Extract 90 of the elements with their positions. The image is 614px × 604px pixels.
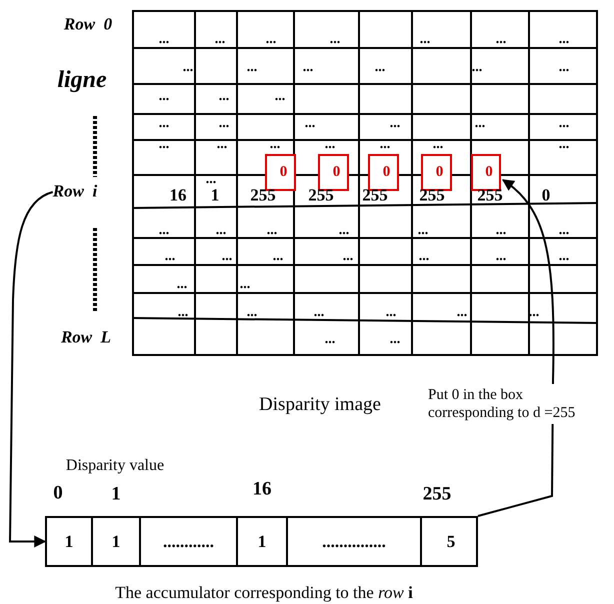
ellipsis: ... — [272, 251, 284, 263]
ellipsis: ... — [182, 62, 194, 74]
ellipsis: ... — [158, 34, 170, 46]
highlight-box — [368, 154, 399, 191]
ellipsis: ... — [390, 118, 400, 130]
arrow — [478, 179, 554, 517]
ellipsis: ... — [558, 62, 570, 74]
ellipsis: ... — [380, 139, 390, 151]
cell-value: 0 — [332, 165, 340, 180]
ellipsis: ... — [206, 174, 216, 186]
ellipsis: ... — [558, 139, 570, 151]
highlight-box — [471, 154, 501, 191]
cell-value: 255 — [419, 188, 445, 202]
ellipsis: ... — [266, 34, 276, 46]
ellipsis: ... — [266, 225, 278, 237]
ellipsis: ... — [158, 139, 170, 151]
cell-value: 255 — [477, 188, 503, 202]
cell-value: 0 — [434, 165, 444, 180]
ellipsis: ... — [324, 139, 336, 151]
ellipsis: ... — [324, 334, 336, 346]
ellipsis: ... — [456, 307, 468, 319]
cell-value: 1 — [112, 533, 120, 550]
ellipsis: ... — [246, 307, 258, 319]
ellipsis: ... — [374, 62, 386, 74]
ellipsis: ... — [158, 225, 170, 237]
ellipsis: ... — [240, 279, 250, 291]
cell-value: 5 — [446, 533, 456, 550]
ellipsis: ... — [274, 91, 286, 103]
ellipsis: ... — [558, 118, 570, 130]
ellipsis: ... — [330, 34, 340, 46]
ellipsis: ... — [214, 34, 226, 46]
ellipsis: ... — [270, 139, 280, 151]
ellipsis: ... — [496, 251, 506, 263]
ellipsis: ... — [432, 139, 444, 151]
ellipsis: ... — [496, 34, 506, 46]
ellipsis: ... — [390, 334, 400, 346]
row-label: ligne — [57, 66, 107, 94]
ellipsis: ... — [386, 307, 396, 319]
column-number: 16 — [252, 480, 272, 500]
ellipsis: ... — [246, 62, 258, 74]
cell-value: ............... — [322, 533, 386, 550]
cell-value: ............ — [163, 533, 214, 550]
ellipsis: ... — [472, 62, 482, 74]
cell-value: 1 — [258, 533, 266, 550]
highlight-box — [265, 154, 296, 191]
ellipsis: ... — [222, 251, 232, 263]
cell-value: 0 — [484, 165, 493, 180]
ellipsis: ... — [496, 225, 506, 237]
ellipsis: ... — [304, 118, 316, 130]
row-label: Row L — [60, 328, 112, 348]
cell-value: 255 — [250, 188, 276, 202]
cell-value: 0 — [278, 165, 288, 180]
accumulator-caption: The accumulator corresponding to the row i — [115, 583, 413, 603]
ellipsis: ... — [338, 225, 350, 237]
ellipsis: ... — [178, 307, 188, 319]
row-label: Row i — [52, 182, 98, 202]
ellipsis: ... — [158, 91, 170, 103]
cell-value: 0 — [382, 165, 390, 180]
ellipsis: ... — [216, 139, 228, 151]
row-label: Row 0 — [64, 16, 112, 34]
cell-value: 0 — [542, 188, 550, 202]
column-number: 255 — [422, 484, 452, 506]
ellipsis: ... — [218, 118, 230, 130]
cell-value: 1 — [210, 188, 220, 202]
ellipsis: ... — [158, 118, 170, 130]
ellipsis: ... — [302, 62, 314, 74]
image-caption: Disparity image — [259, 394, 381, 416]
ellipsis: ... — [342, 251, 354, 263]
ellipsis: ... — [314, 307, 324, 319]
ellipsis: ... — [176, 279, 188, 291]
cell-value: 255 — [362, 188, 388, 202]
ellipsis: ... — [418, 251, 430, 263]
ellipsis: ... — [474, 118, 486, 130]
ellipsis: ... — [164, 251, 176, 263]
ellipsis: ... — [558, 34, 570, 46]
highlight-box — [421, 154, 452, 191]
highlight-box — [318, 154, 349, 191]
ellipsis: ... — [558, 225, 570, 237]
ellipsis: ... — [418, 225, 428, 237]
column-number: 0 — [53, 484, 63, 504]
cell-value: 16 — [170, 188, 186, 202]
arrow — [9, 191, 54, 548]
ellipsis: ... — [218, 91, 230, 103]
ellipsis: ... — [216, 225, 226, 237]
ellipsis: ... — [420, 34, 430, 46]
cell-value: 255 — [308, 188, 334, 202]
cell-value: 1 — [64, 533, 74, 550]
axis-title: Disparity value — [66, 457, 164, 475]
ellipsis: ... — [558, 251, 570, 263]
column-number: 1 — [111, 484, 121, 506]
